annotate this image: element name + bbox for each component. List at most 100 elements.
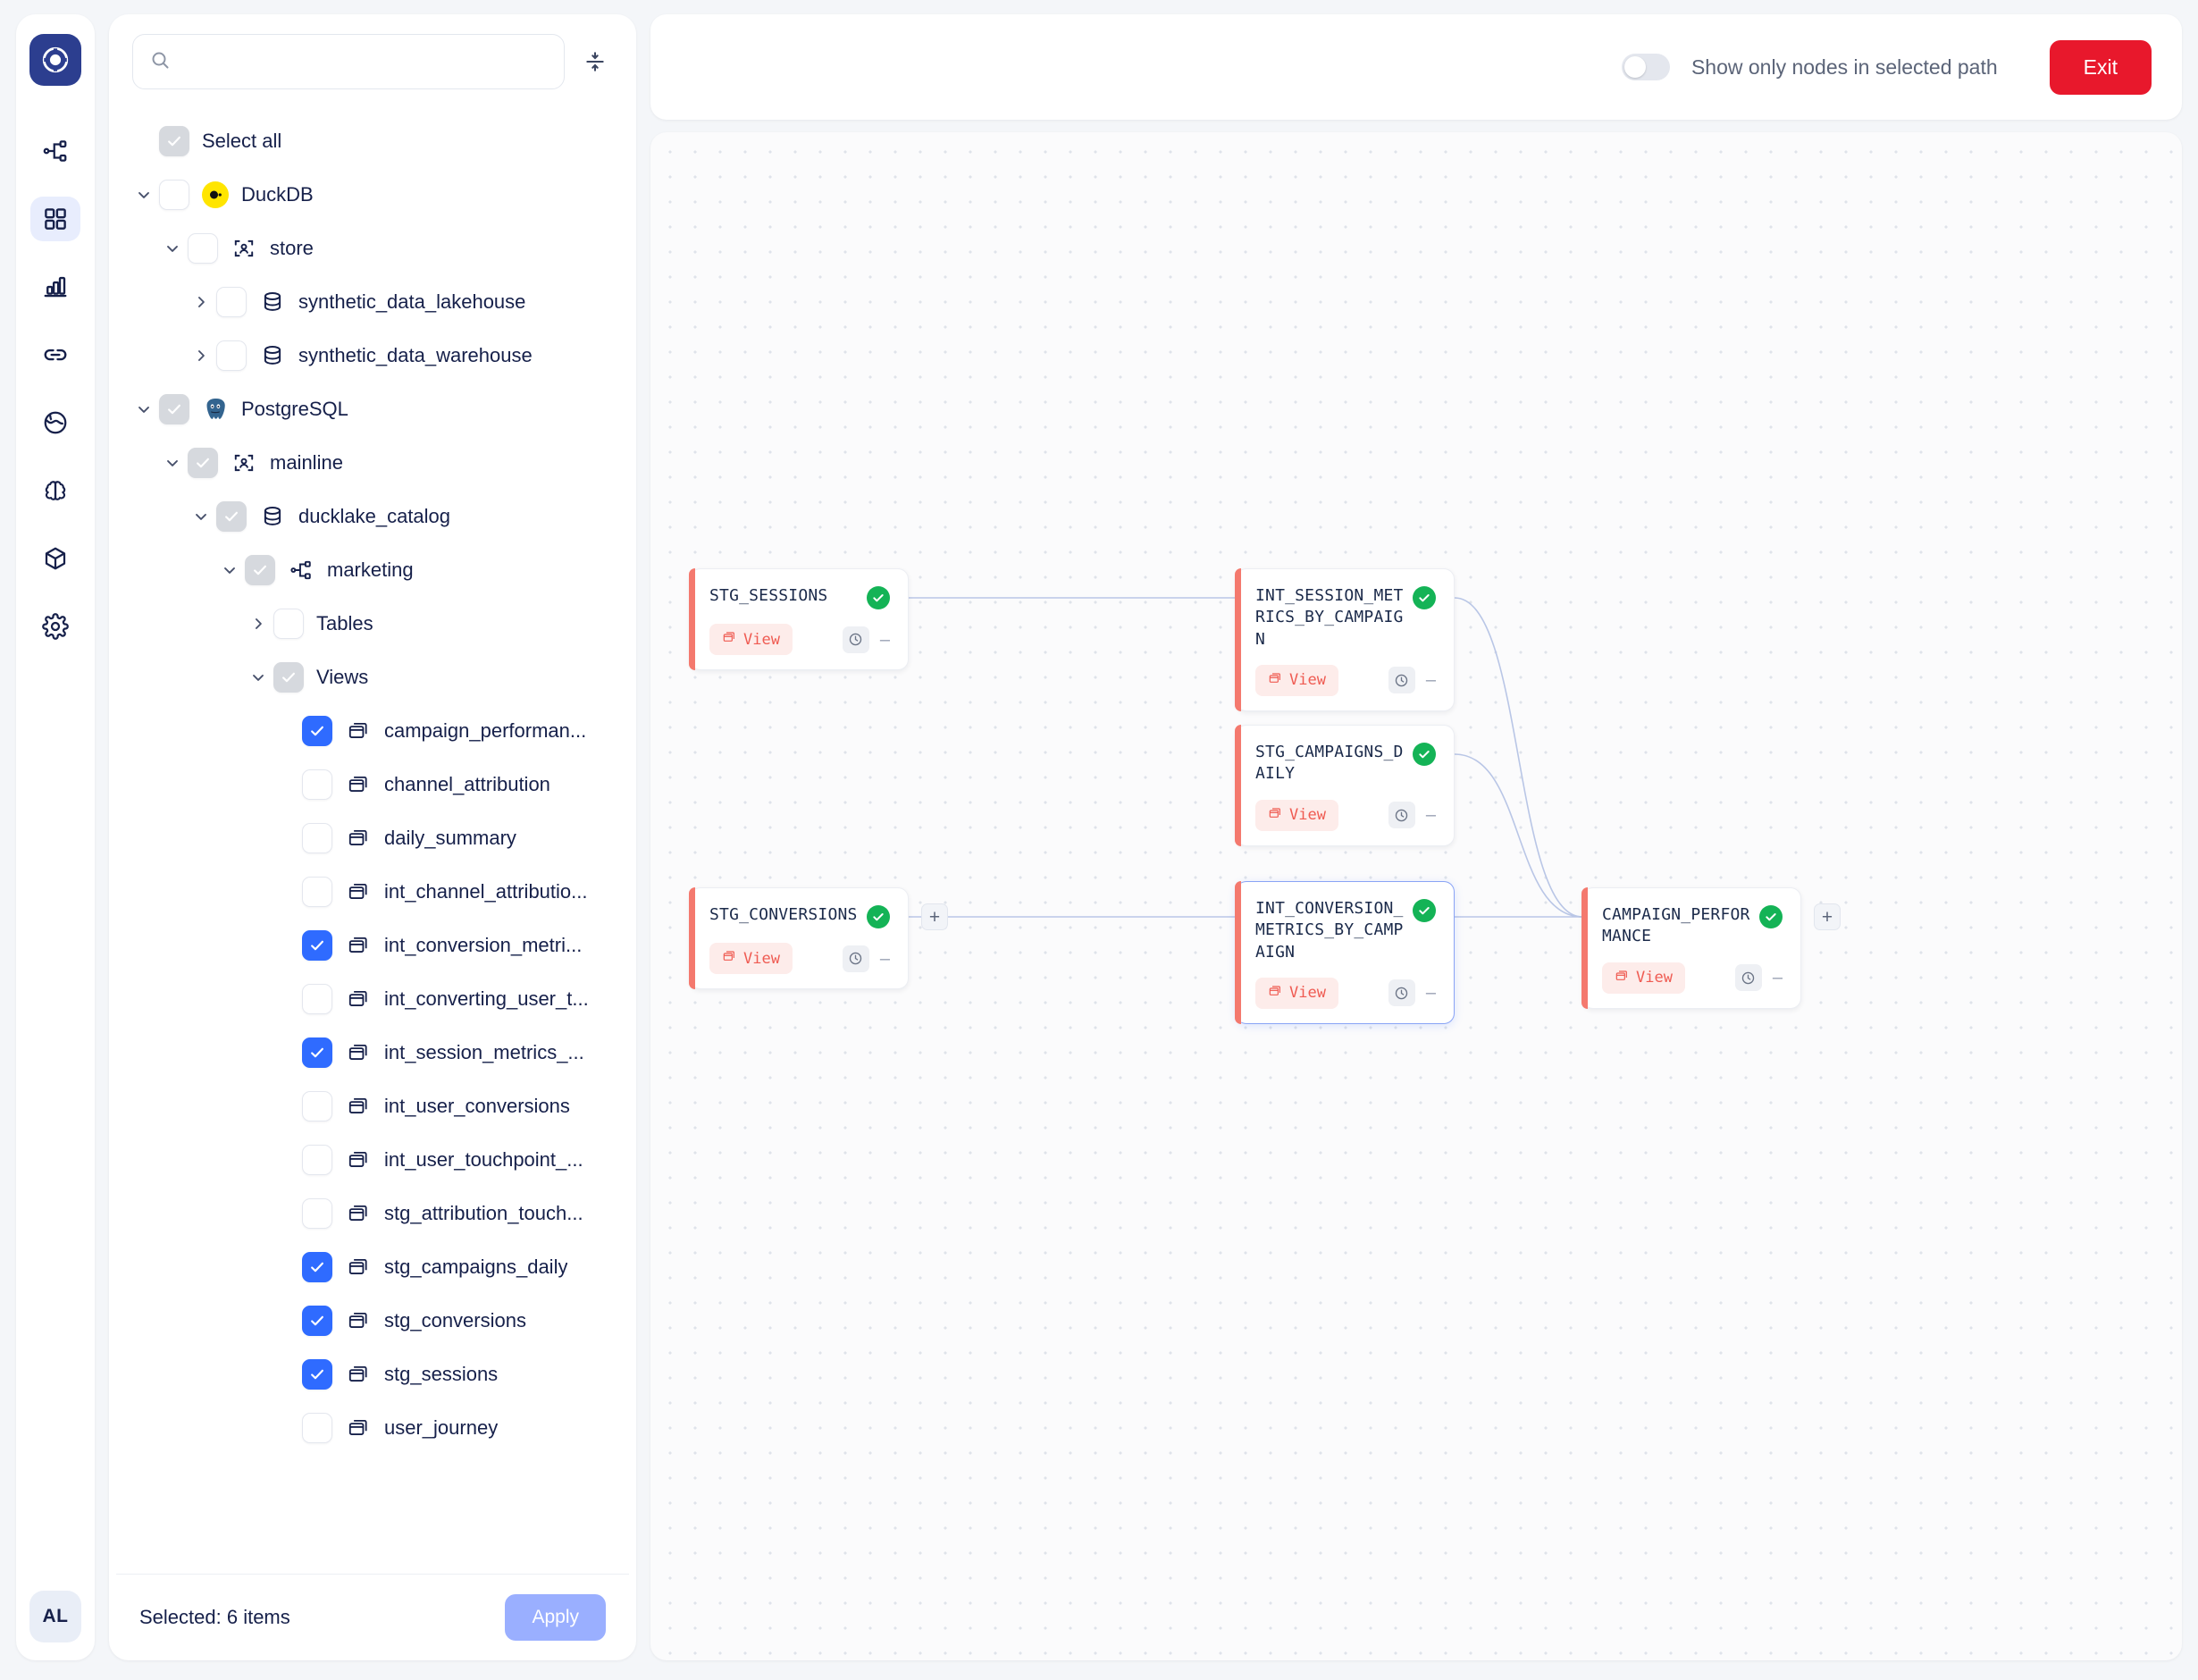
chevron-down-icon[interactable]	[129, 180, 159, 210]
tree-row[interactable]: mainline	[129, 436, 627, 490]
tree-row-label: store	[270, 237, 314, 259]
tree-checkbox[interactable]	[273, 662, 304, 693]
search-box[interactable]	[132, 34, 565, 89]
tree-checkbox[interactable]	[302, 1252, 332, 1282]
sidebar-item-models[interactable]	[30, 536, 80, 581]
avatar[interactable]: AL	[29, 1591, 81, 1642]
tree-checkbox[interactable]	[159, 180, 189, 210]
node-header: INT_SESSION_METRICS_BY_CAMPAIGN	[1255, 585, 1436, 651]
tree-row[interactable]: stg_attribution_touch...	[129, 1187, 627, 1240]
tree-checkbox[interactable]	[302, 1413, 332, 1443]
minus-icon[interactable]: –	[879, 629, 890, 650]
expand-downstream-button[interactable]: +	[921, 903, 948, 930]
minus-icon[interactable]: –	[1425, 670, 1436, 691]
minus-icon[interactable]: –	[1425, 983, 1436, 1004]
show-selected-path-toggle[interactable]	[1621, 54, 1670, 80]
chevron-right-icon[interactable]	[186, 287, 216, 317]
tree-row[interactable]: int_conversion_metri...	[129, 919, 627, 972]
tree-row[interactable]: Views	[129, 651, 627, 704]
tree-row[interactable]: daily_summary	[129, 811, 627, 865]
tree-checkbox[interactable]	[302, 1306, 332, 1336]
sidebar-item-ai[interactable]	[30, 468, 80, 513]
tree-checkbox[interactable]	[188, 233, 218, 264]
clock-icon[interactable]	[842, 626, 869, 653]
clock-icon[interactable]	[1734, 964, 1762, 992]
tree-row[interactable]: int_channel_attributio...	[129, 865, 627, 919]
tree-row[interactable]: channel_attribution	[129, 758, 627, 811]
tree-row[interactable]: synthetic_data_warehouse	[129, 329, 627, 382]
chevron-down-icon[interactable]	[214, 555, 245, 585]
minus-icon[interactable]: –	[1425, 805, 1436, 826]
tree-checkbox[interactable]	[302, 877, 332, 907]
sidebar-item-analytics[interactable]	[30, 265, 80, 309]
sidebar-item-lineage[interactable]	[30, 129, 80, 173]
clock-icon[interactable]	[1388, 802, 1415, 829]
exit-button[interactable]: Exit	[2049, 39, 2152, 95]
tree-row[interactable]: marketing	[129, 543, 627, 597]
chevron-right-icon[interactable]	[186, 340, 216, 371]
apply-button[interactable]: Apply	[505, 1594, 606, 1641]
expand-downstream-button[interactable]: +	[1814, 903, 1841, 930]
tree-checkbox[interactable]	[302, 930, 332, 961]
tree-checkbox[interactable]	[216, 287, 247, 317]
minus-icon[interactable]: –	[1772, 968, 1783, 988]
chevron-down-icon[interactable]	[157, 448, 188, 478]
clock-icon[interactable]	[842, 945, 869, 972]
chevron-right-icon[interactable]	[243, 609, 273, 639]
tree-checkbox[interactable]	[159, 126, 189, 156]
tree-row[interactable]: int_converting_user_t...	[129, 972, 627, 1026]
tree-checkbox[interactable]	[302, 1145, 332, 1175]
tree-checkbox[interactable]	[302, 769, 332, 800]
tree-checkbox[interactable]	[302, 1198, 332, 1229]
tree-row[interactable]: int_user_conversions	[129, 1079, 627, 1133]
search-input[interactable]	[181, 51, 548, 72]
collapse-all-icon[interactable]	[577, 39, 613, 84]
clock-icon[interactable]	[1388, 979, 1415, 1007]
tree-row[interactable]: int_session_metrics_...	[129, 1026, 627, 1079]
tree-checkbox[interactable]	[245, 555, 275, 585]
chevron-down-icon[interactable]	[186, 501, 216, 532]
chevron-down-icon[interactable]	[243, 662, 273, 693]
tree-row[interactable]: store	[129, 222, 627, 275]
sidebar-item-catalog[interactable]	[30, 197, 80, 241]
clock-icon[interactable]	[1388, 667, 1415, 694]
tree-checkbox[interactable]	[159, 394, 189, 424]
rail-icon-list	[30, 129, 80, 1591]
tree-row[interactable]: Tables	[129, 597, 627, 651]
sidebar-item-connections[interactable]	[30, 332, 80, 377]
tree-row[interactable]: user_journey	[129, 1401, 627, 1455]
tree-checkbox[interactable]	[216, 340, 247, 371]
app-logo[interactable]	[29, 34, 81, 86]
tree-checkbox[interactable]	[302, 1091, 332, 1121]
tree-checkbox[interactable]	[216, 501, 247, 532]
sidebar-item-settings[interactable]	[30, 604, 80, 649]
tree-row[interactable]: DuckDB	[129, 168, 627, 222]
tree-checkbox[interactable]	[188, 448, 218, 478]
tree-checkbox[interactable]	[273, 609, 304, 639]
tree-row[interactable]: stg_campaigns_daily	[129, 1240, 627, 1294]
tree-checkbox[interactable]	[302, 716, 332, 746]
chevron-down-icon[interactable]	[157, 233, 188, 264]
tree-row[interactable]: ducklake_catalog	[129, 490, 627, 543]
minus-icon[interactable]: –	[879, 948, 890, 969]
tree-checkbox[interactable]	[302, 984, 332, 1014]
tree-checkbox[interactable]	[302, 823, 332, 853]
chevron-down-icon[interactable]	[129, 394, 159, 424]
tree-row[interactable]: Select all	[129, 114, 627, 168]
tree-row[interactable]: stg_conversions	[129, 1294, 627, 1348]
tree-row[interactable]: PostgreSQL	[129, 382, 627, 436]
tree-checkbox[interactable]	[302, 1037, 332, 1068]
tree-row[interactable]: stg_sessions	[129, 1348, 627, 1401]
tree-checkbox[interactable]	[302, 1359, 332, 1390]
tree-row[interactable]: int_user_touchpoint_...	[129, 1133, 627, 1187]
tree-row[interactable]: synthetic_data_lakehouse	[129, 275, 627, 329]
tree-row[interactable]: campaign_performan...	[129, 704, 627, 758]
sidebar-item-explore[interactable]	[30, 400, 80, 445]
